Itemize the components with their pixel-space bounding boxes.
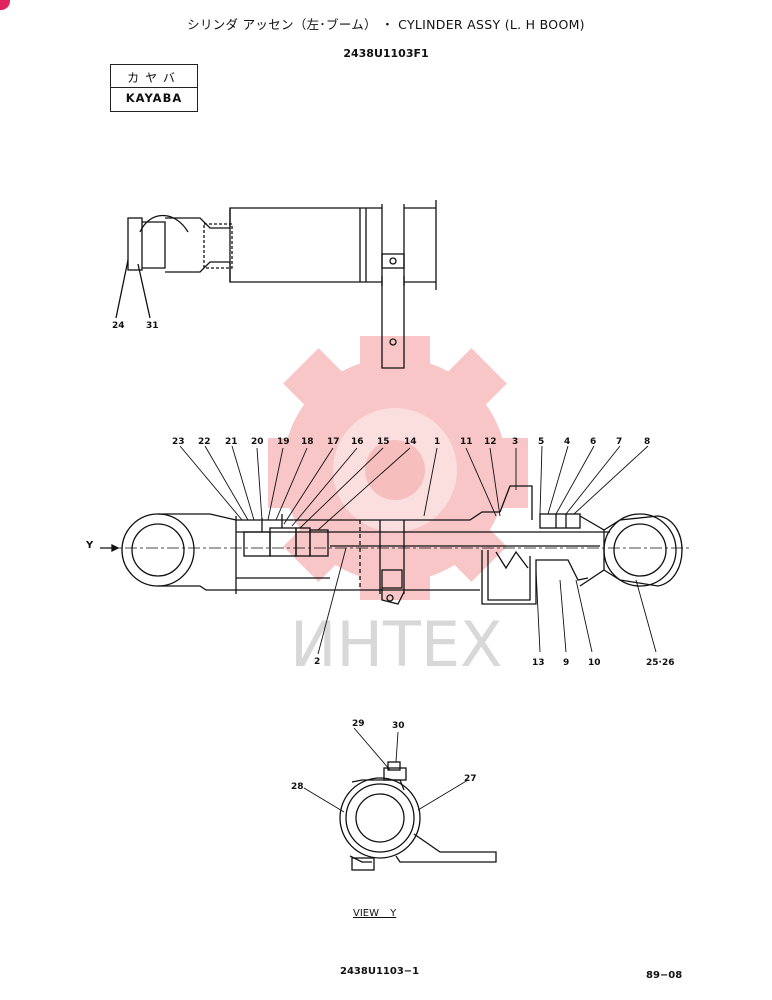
callout-22: 22 — [198, 437, 211, 447]
callout-25-26: 25·26 — [646, 658, 674, 668]
callout-30: 30 — [392, 721, 405, 731]
callout-21: 21 — [225, 437, 238, 447]
callout-6: 6 — [590, 437, 596, 447]
footer-drawing-code: 2438U1103−1 — [340, 966, 420, 977]
maker-box-divider — [111, 87, 197, 88]
maker-box: カヤバ KAYABA — [110, 64, 198, 112]
top-view-cylinder — [115, 200, 437, 369]
view-y-label: VIEW Y — [353, 908, 397, 919]
callout-29: 29 — [352, 719, 365, 729]
view-y-clamp — [303, 727, 497, 871]
callout-17: 17 — [327, 437, 340, 447]
callout-15: 15 — [377, 437, 390, 447]
callout-19: 19 — [277, 437, 290, 447]
callout-8: 8 — [644, 437, 650, 447]
main-view-cylinder — [100, 485, 690, 605]
callout-4: 4 — [564, 437, 570, 447]
callout-24: 24 — [112, 321, 125, 331]
callout-20: 20 — [251, 437, 264, 447]
callout-10: 10 — [588, 658, 601, 668]
callout-1: 1 — [434, 437, 440, 447]
callout-31: 31 — [146, 321, 159, 331]
callout-7: 7 — [616, 437, 622, 447]
callout-11: 11 — [460, 437, 473, 447]
corner-marker — [0, 0, 10, 10]
callout-5: 5 — [538, 437, 544, 447]
callout-28: 28 — [291, 782, 304, 792]
callout-16: 16 — [351, 437, 364, 447]
callout-27: 27 — [464, 774, 477, 784]
callout-18: 18 — [301, 437, 314, 447]
maker-name-english: KAYABA — [125, 91, 183, 105]
y-arrow-label: Y — [86, 540, 94, 551]
maker-name-japanese: カヤバ — [127, 71, 181, 85]
page-title: シリンダ アッセン（左･ブーム） ・ CYLINDER ASSY (L. H B… — [187, 17, 585, 32]
callout-23: 23 — [172, 437, 185, 447]
callout-2: 2 — [314, 657, 320, 667]
callout-14: 14 — [404, 437, 417, 447]
callout-labels: 24 31 23 22 21 20 19 18 17 16 15 14 1 11… — [112, 321, 674, 792]
callout-9: 9 — [563, 658, 569, 668]
callout-3: 3 — [512, 437, 518, 447]
drawing-number: 2438U1103F1 — [343, 47, 429, 60]
callout-12: 12 — [484, 437, 497, 447]
footer-date: 89−08 — [646, 970, 683, 981]
main-view-leader-lines — [179, 445, 657, 655]
watermark-text: ИНТЕХ — [290, 608, 503, 681]
callout-13: 13 — [532, 658, 545, 668]
